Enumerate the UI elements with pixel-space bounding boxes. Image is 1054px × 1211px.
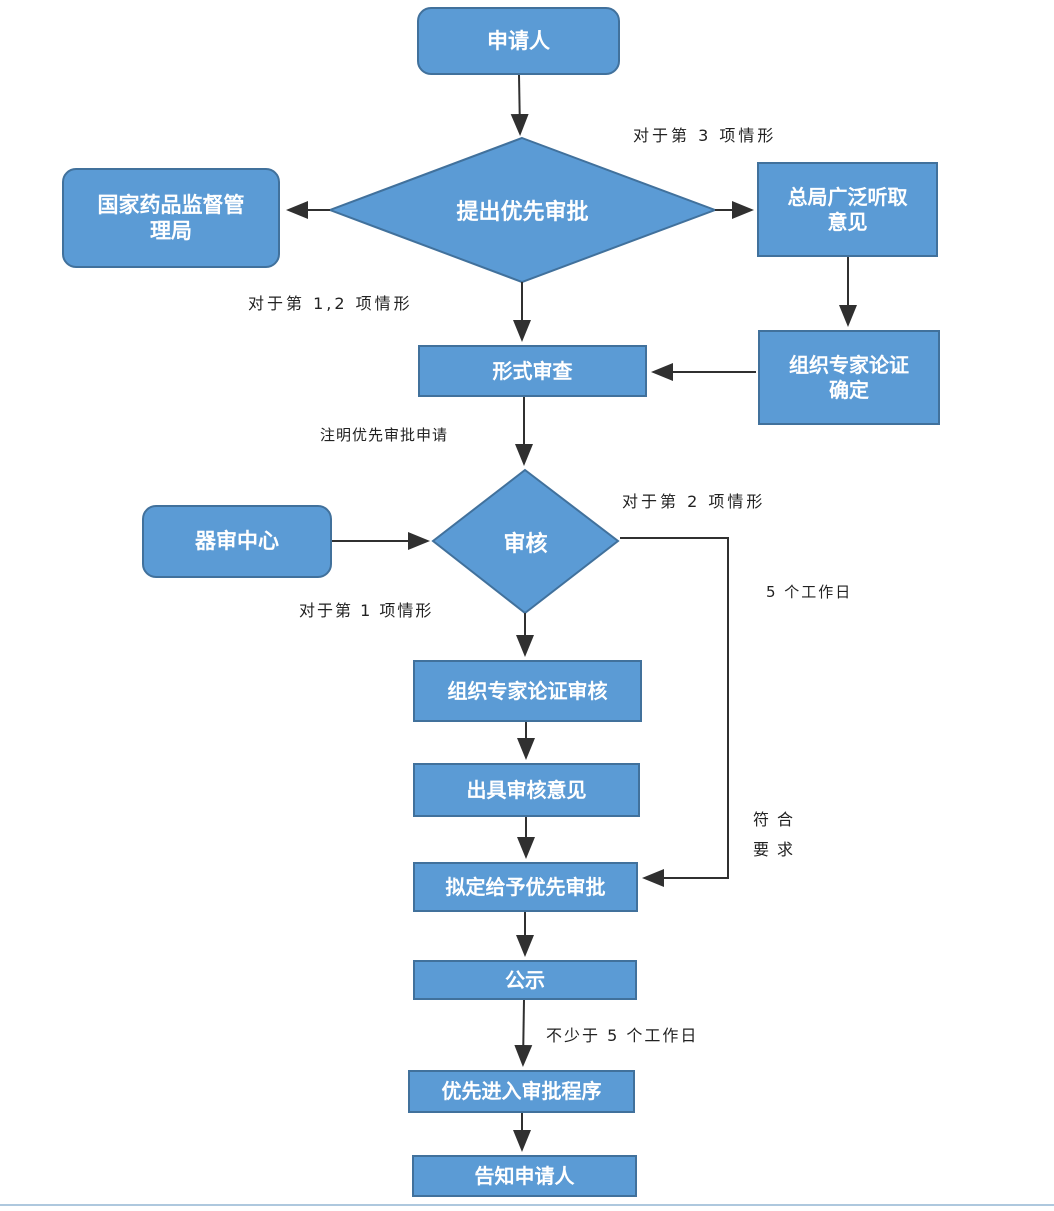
- node-priority-enter-label: 优先进入审批程序: [441, 1079, 602, 1103]
- node-listen-label: 总局广泛听取意见: [787, 184, 908, 234]
- node-issue-opinion: 出具审核意见: [413, 763, 640, 817]
- node-expert-confirm-label: 组织专家论证确定: [789, 352, 909, 402]
- edge-label-case12: 对于第 1,2 项情形: [248, 294, 413, 313]
- node-nmpa-label: 国家药品监督管理局: [97, 192, 245, 243]
- node-formal-review: 形式审查: [418, 345, 647, 397]
- node-device-center-label: 器审中心: [195, 529, 279, 554]
- node-notify-label: 告知申请人: [474, 1163, 575, 1188]
- edge-label-no-less-five-days: 不少于 5 个工作日: [546, 1026, 699, 1045]
- node-review-diamond: 审核: [433, 470, 618, 613]
- edge-label-meet-line1: 符合: [753, 810, 802, 829]
- arrow-applicant-to-propose: [510, 74, 529, 136]
- edge-label-note-priority: 注明优先审批申请: [320, 426, 449, 444]
- node-expert-confirm: 组织专家论证确定: [758, 330, 940, 425]
- node-publicity: 公示: [413, 960, 637, 1000]
- node-priority-enter: 优先进入审批程序: [408, 1070, 635, 1113]
- node-notify: 告知申请人: [412, 1155, 637, 1197]
- node-expert-review: 组织专家论证审核: [413, 660, 642, 722]
- node-applicant-label: 申请人: [487, 28, 550, 53]
- node-review-label: 审核: [503, 531, 548, 557]
- node-issue-opinion-label: 出具审核意见: [466, 777, 587, 802]
- arrow-publicity-to-priority-enter: [514, 999, 533, 1067]
- bottom-border-line: [0, 1204, 1054, 1206]
- node-formal-review-label: 形式审查: [492, 358, 573, 383]
- node-applicant: 申请人: [417, 7, 620, 75]
- edge-label-case3: 对于第 3 项情形: [633, 126, 777, 145]
- node-draft-grant-label: 拟定给予优先审批: [445, 874, 606, 899]
- edge-label-case2: 对于第 2 项情形: [622, 492, 766, 511]
- edge-label-five-days: 5 个工作日: [766, 583, 853, 601]
- node-device-center: 器审中心: [142, 505, 332, 578]
- node-propose-diamond: 提出优先审批: [330, 138, 715, 282]
- edge-label-case1: 对于第 1 项情形: [299, 601, 434, 620]
- edge-label-meet-line2: 要求: [753, 839, 802, 859]
- edge-label-meet-requirements: 符合 要求: [753, 805, 801, 864]
- arrow-review-elbow-to-draft-grant: [620, 537, 729, 887]
- node-publicity-label: 公示: [505, 967, 545, 992]
- node-nmpa: 国家药品监督管理局: [62, 168, 280, 268]
- node-draft-grant: 拟定给予优先审批: [413, 862, 638, 912]
- node-listen: 总局广泛听取意见: [757, 162, 938, 257]
- node-propose-label: 提出优先审批: [456, 200, 589, 225]
- node-expert-review-label: 组织专家论证审核: [447, 678, 608, 703]
